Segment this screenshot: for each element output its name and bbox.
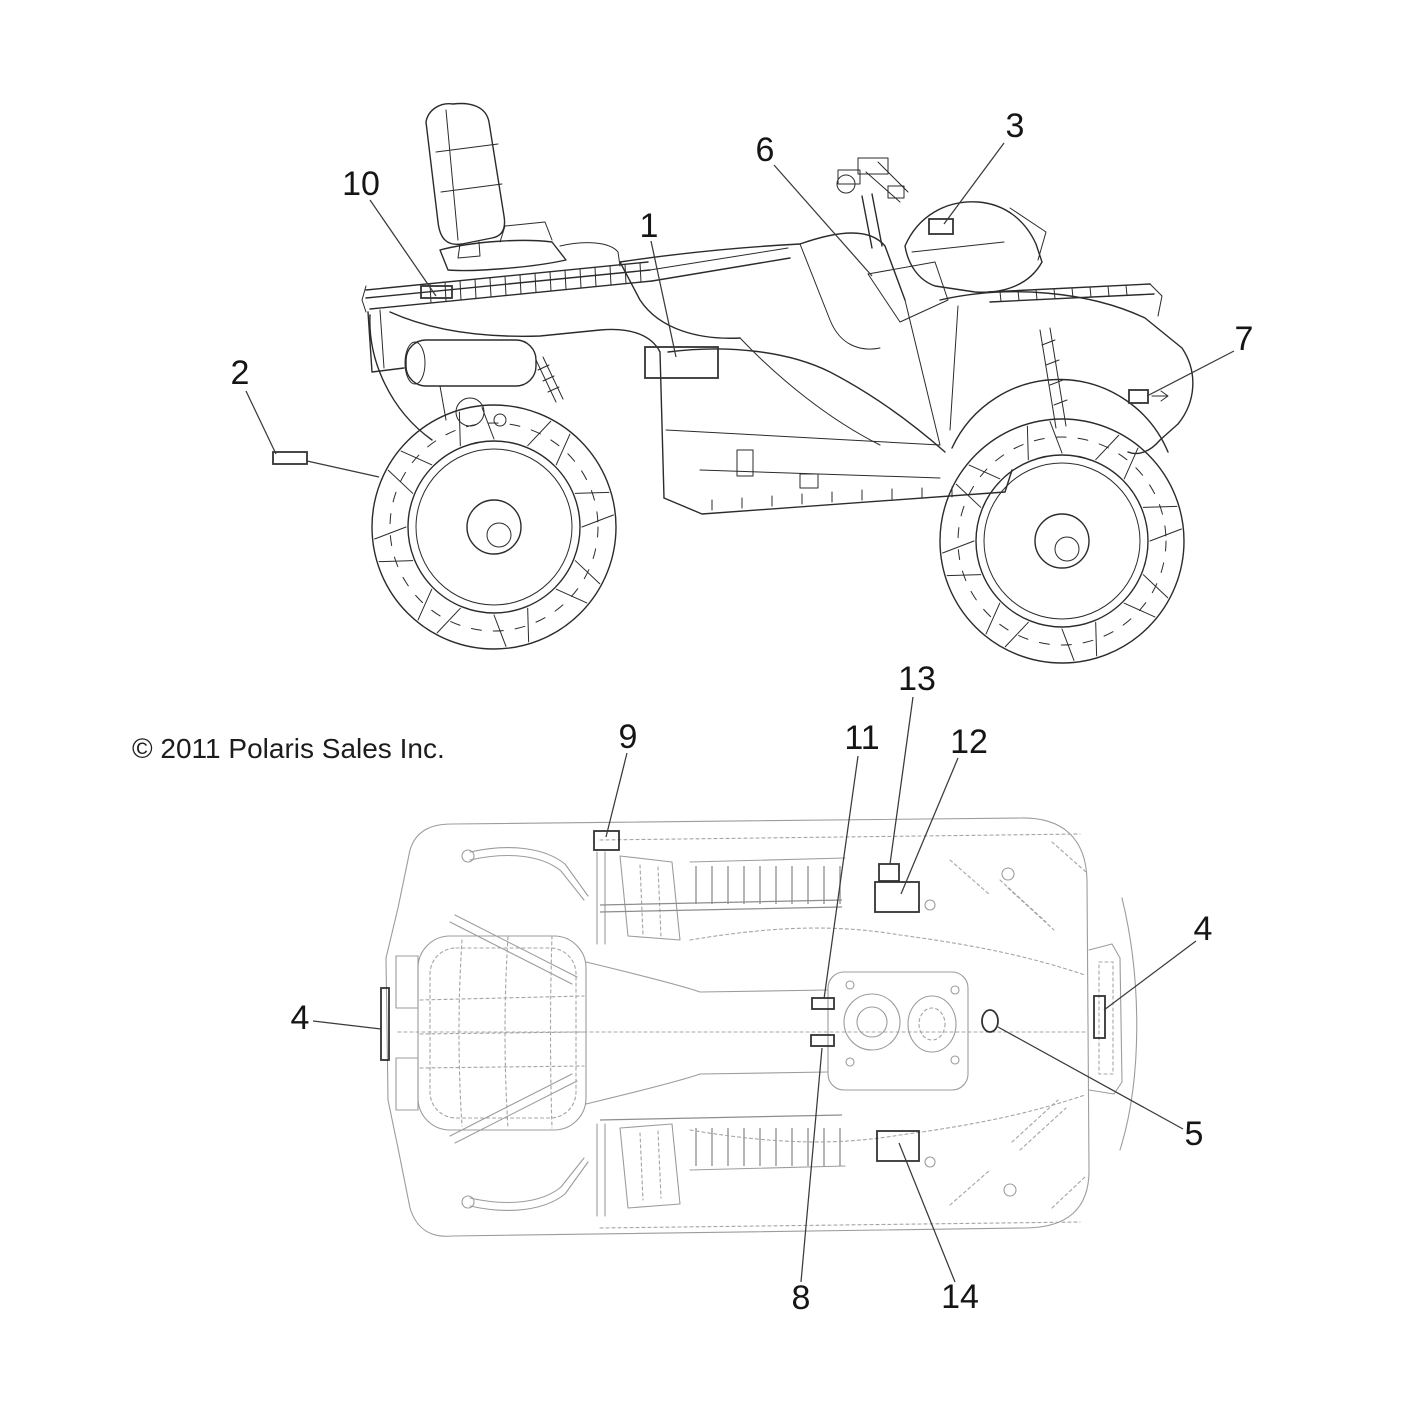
floor-slats bbox=[599, 857, 846, 1171]
callout-4R: 4 bbox=[1103, 910, 1213, 1011]
rear-rack-plan bbox=[449, 847, 589, 1211]
callout-13: 13 bbox=[889, 660, 936, 865]
engine-plan bbox=[585, 961, 969, 1105]
wheels bbox=[371, 404, 1185, 664]
callout-7: 7 bbox=[1146, 320, 1254, 397]
leader-line-1 bbox=[650, 240, 677, 358]
decal-5 bbox=[981, 1009, 999, 1033]
footwell-structures bbox=[596, 851, 681, 1217]
leader-line-4L bbox=[312, 1020, 382, 1030]
callout-6: 6 bbox=[756, 131, 873, 277]
leader-line-14 bbox=[898, 1142, 956, 1283]
callout-number-6: 6 bbox=[756, 131, 775, 169]
callout-8: 8 bbox=[792, 1047, 823, 1317]
leader-line-11 bbox=[823, 755, 859, 1000]
front-bumper bbox=[1051, 841, 1138, 1209]
callout-1: 1 bbox=[640, 207, 677, 358]
decal-outlines bbox=[272, 218, 1149, 1162]
hull-outline bbox=[385, 817, 1090, 1237]
decal-13 bbox=[878, 863, 900, 882]
backrest bbox=[425, 102, 506, 259]
callout-number-8: 8 bbox=[792, 1279, 811, 1317]
front-rack-and-fender bbox=[939, 283, 1194, 455]
leader-line-9 bbox=[605, 752, 628, 838]
decal-4L bbox=[380, 987, 390, 1061]
leader-line-5 bbox=[997, 1026, 1184, 1130]
callout-number-5: 5 bbox=[1185, 1115, 1204, 1153]
hull-details bbox=[689, 859, 1086, 1206]
decal-1 bbox=[644, 346, 719, 379]
leader-line-7 bbox=[1146, 350, 1235, 397]
leader-line-8 bbox=[800, 1047, 823, 1283]
wheel bbox=[939, 418, 1185, 664]
decal-7 bbox=[1128, 389, 1149, 404]
callout-number-4R: 4 bbox=[1194, 910, 1213, 948]
body-and-tank bbox=[619, 232, 1013, 515]
callout-number-7: 7 bbox=[1235, 320, 1254, 358]
decal-2 bbox=[272, 451, 308, 465]
seat bbox=[439, 221, 621, 272]
leader-line-2 bbox=[306, 460, 380, 478]
callout-number-13: 13 bbox=[898, 660, 936, 698]
callout-4L: 4 bbox=[291, 999, 382, 1037]
leader-line-10 bbox=[369, 199, 437, 297]
decal-10 bbox=[420, 285, 453, 299]
rear-rack bbox=[361, 247, 791, 373]
decal-11 bbox=[811, 997, 835, 1010]
callout-9: 9 bbox=[605, 718, 638, 838]
decal-9 bbox=[593, 830, 620, 851]
rear-fender-and-engine bbox=[369, 311, 665, 499]
callout-14: 14 bbox=[898, 1142, 979, 1316]
callout-2: 2 bbox=[231, 354, 380, 478]
seat-plan bbox=[395, 935, 587, 1131]
decal-14 bbox=[876, 1130, 920, 1162]
callout-number-9: 9 bbox=[619, 718, 638, 756]
atv-bottom-view-drawing bbox=[385, 817, 1138, 1237]
copyright-text: © 2011 Polaris Sales Inc. bbox=[132, 733, 445, 764]
callout-number-3: 3 bbox=[1006, 107, 1025, 145]
leader-line-6 bbox=[773, 164, 873, 277]
callout-11: 11 bbox=[823, 719, 880, 1000]
leader-line-2 bbox=[245, 390, 277, 455]
callout-number-12: 12 bbox=[950, 723, 988, 761]
callout-12: 12 bbox=[900, 723, 988, 895]
callout-number-14: 14 bbox=[941, 1278, 979, 1316]
leader-line-12 bbox=[900, 757, 959, 895]
leader-line-13 bbox=[889, 696, 914, 865]
atv-side-view-drawing bbox=[361, 102, 1194, 664]
decal-3 bbox=[928, 218, 954, 235]
callout-3: 3 bbox=[943, 107, 1025, 225]
wheel bbox=[371, 404, 617, 650]
handlebar-and-front-cowl bbox=[836, 157, 1047, 293]
callout-5: 5 bbox=[997, 1026, 1204, 1153]
decal-12 bbox=[874, 881, 920, 913]
callout-number-4L: 4 bbox=[291, 999, 310, 1037]
callout-number-10: 10 bbox=[342, 165, 380, 203]
callout-10: 10 bbox=[342, 165, 437, 297]
callout-number-2: 2 bbox=[231, 354, 250, 392]
decal-8 bbox=[810, 1034, 835, 1047]
leader-line-4R bbox=[1103, 940, 1197, 1011]
decal-4R bbox=[1093, 995, 1106, 1039]
callout-number-1: 1 bbox=[640, 207, 659, 245]
leader-line-3 bbox=[943, 142, 1005, 225]
callout-number-11: 11 bbox=[844, 719, 879, 757]
